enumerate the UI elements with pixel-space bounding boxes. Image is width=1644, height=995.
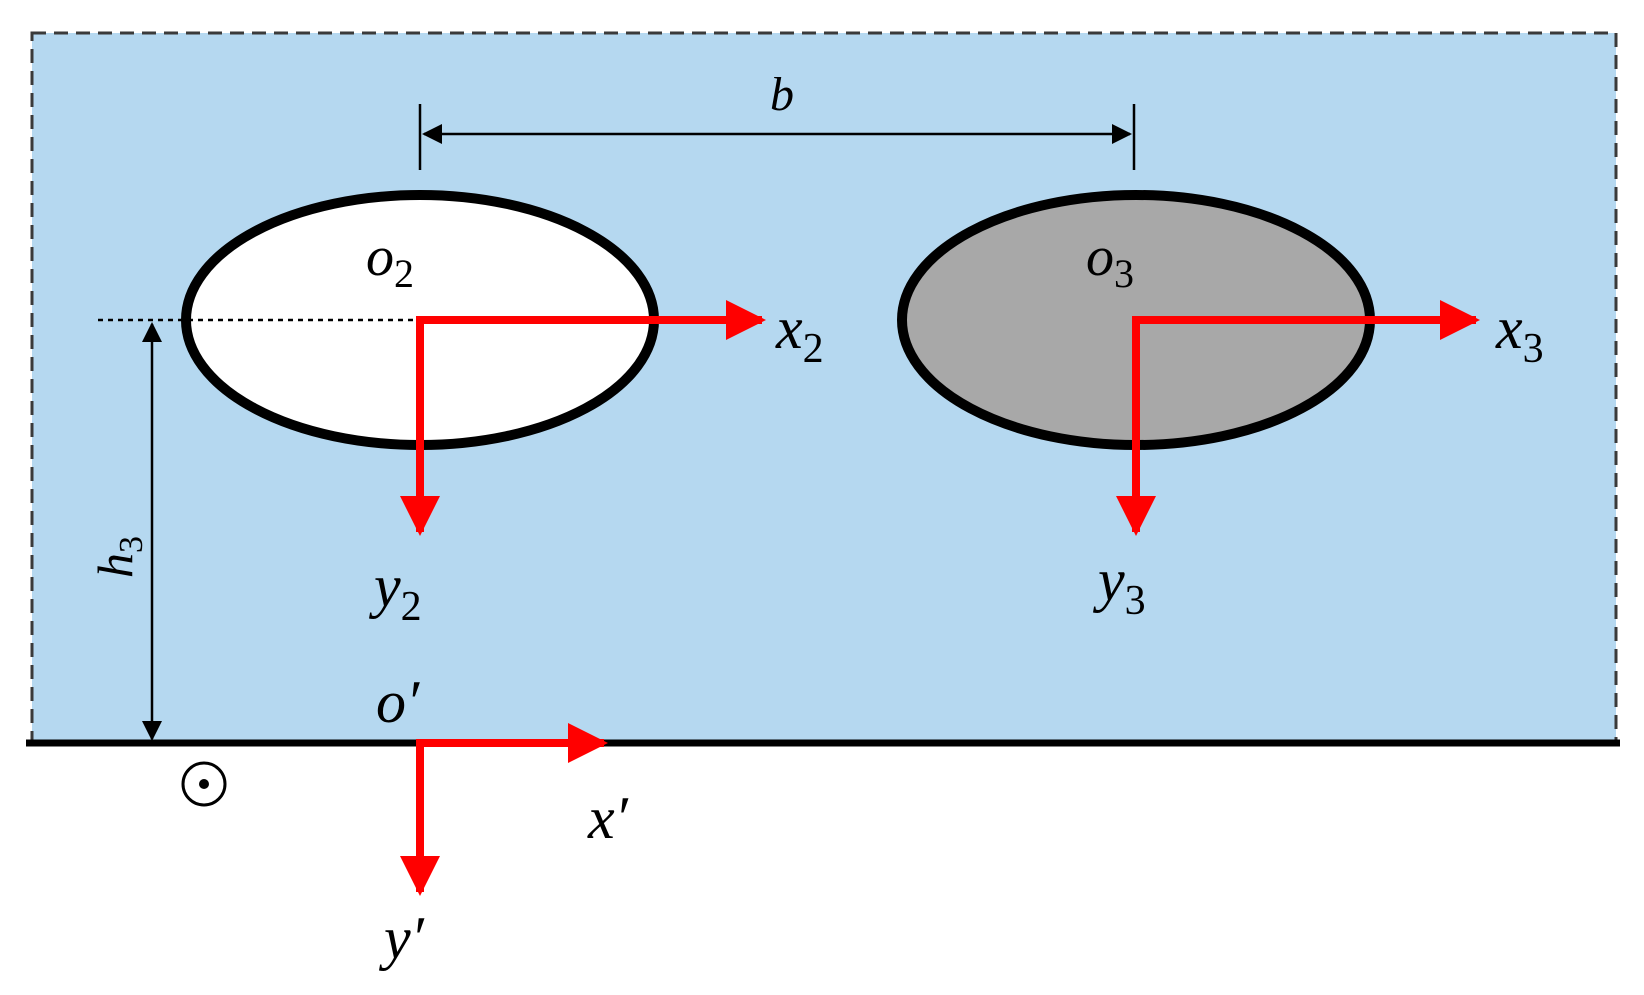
label-x3: x3	[1495, 295, 1544, 372]
label-h3: h3	[87, 536, 150, 578]
label-y-prime: y′	[378, 905, 425, 971]
label-b: b	[770, 68, 794, 121]
out-of-plane-dot-icon	[181, 761, 227, 807]
label-o-prime: o′	[376, 669, 420, 735]
label-x-prime: x′	[587, 785, 629, 851]
label-y2: y2	[368, 553, 422, 630]
label-o3: o3	[1086, 226, 1134, 296]
label-x2: x2	[775, 295, 824, 372]
label-o2: o2	[366, 226, 414, 296]
label-y3: y3	[1092, 547, 1146, 624]
